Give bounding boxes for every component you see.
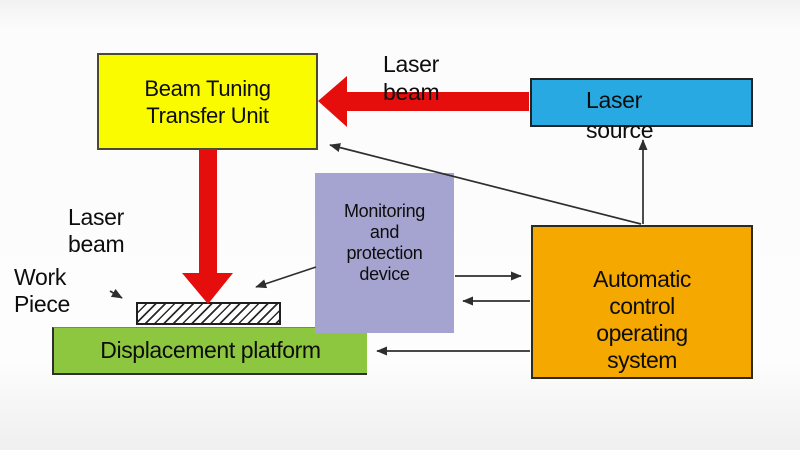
label-work-piece-line1: Work xyxy=(14,264,67,290)
displacement-platform-label: Displacement platform xyxy=(100,337,321,363)
arrow-monitoring-to-workpiece xyxy=(255,266,317,289)
monitoring-label-line3: protection xyxy=(346,243,423,263)
box-automatic-control-operating-system: Automatic control operating system xyxy=(531,225,753,379)
monitoring-label-line4: device xyxy=(359,264,410,284)
label-laser-beam-top: Laser beam xyxy=(383,50,440,106)
monitoring-label-line1: Monitoring xyxy=(343,201,426,221)
label-work-piece: Work Piece xyxy=(14,264,70,318)
laser-source-label-line1: Laser xyxy=(586,87,643,113)
label-laser-beam-top-line2: beam xyxy=(383,79,440,105)
box-monitoring-protection-device: Monitoring and protection device xyxy=(315,173,454,333)
control-label-line1: Automatic xyxy=(593,266,691,292)
box-beam-tuning-transfer-unit: Beam Tuning Transfer Unit xyxy=(97,53,318,150)
beam-tuning-label-line1: Beam Tuning xyxy=(144,75,271,101)
control-label-line4: system xyxy=(607,347,677,373)
label-laser-beam-left-line2: beam xyxy=(68,231,125,257)
label-laser-beam-left-line1: Laser xyxy=(68,204,125,230)
label-laser-beam-left: Laser beam xyxy=(68,204,125,258)
control-label-line2: control xyxy=(609,293,675,319)
label-laser-beam-top-line1: Laser xyxy=(383,51,440,77)
monitoring-label-line2: and xyxy=(369,222,400,242)
laser-source-label-line2: source xyxy=(586,117,654,143)
control-label-line3: operating xyxy=(596,320,688,346)
arrow-workpiece-pointer xyxy=(109,288,123,299)
box-displacement-platform: Displacement platform xyxy=(52,327,367,375)
red-arrow-beam-tuning-to-workpiece xyxy=(182,149,233,304)
beam-tuning-label-line2: Transfer Unit xyxy=(146,102,269,128)
workpiece-hatched-block xyxy=(136,302,281,325)
label-work-piece-line2: Piece xyxy=(14,291,71,317)
box-laser-source: Laser source xyxy=(530,78,753,143)
